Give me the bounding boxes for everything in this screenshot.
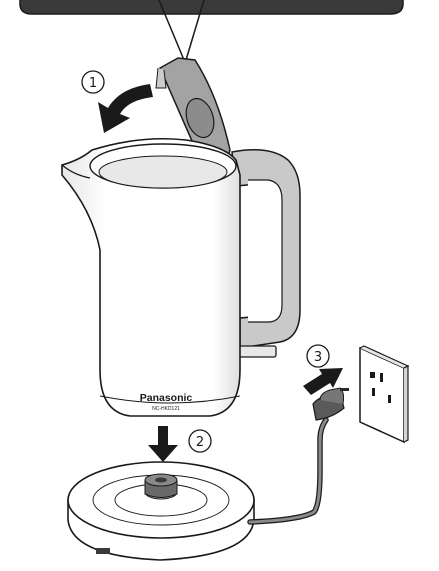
- brand-logo: Panasonic: [140, 392, 193, 404]
- power-plug: [313, 388, 349, 420]
- step-1-arrow-icon: [98, 84, 153, 133]
- kettle-body: Panasonic NC-HKD121: [62, 139, 240, 416]
- step-2-number: 2: [196, 435, 204, 450]
- step-2-arrow-icon: [148, 426, 178, 462]
- top-frame: [20, 0, 403, 14]
- kettle-handle: [232, 150, 300, 348]
- step-3-badge: 3: [307, 345, 329, 367]
- power-cord: [250, 420, 326, 522]
- wall-socket: [360, 346, 408, 442]
- step-1-badge: 1: [82, 71, 104, 93]
- power-base: [68, 462, 254, 560]
- step-3-number: 3: [314, 350, 322, 365]
- step-1-number: 1: [89, 76, 97, 91]
- step-2-badge: 2: [189, 430, 211, 452]
- power-switch: [238, 346, 276, 357]
- model-number: NC-HKD121: [152, 406, 180, 412]
